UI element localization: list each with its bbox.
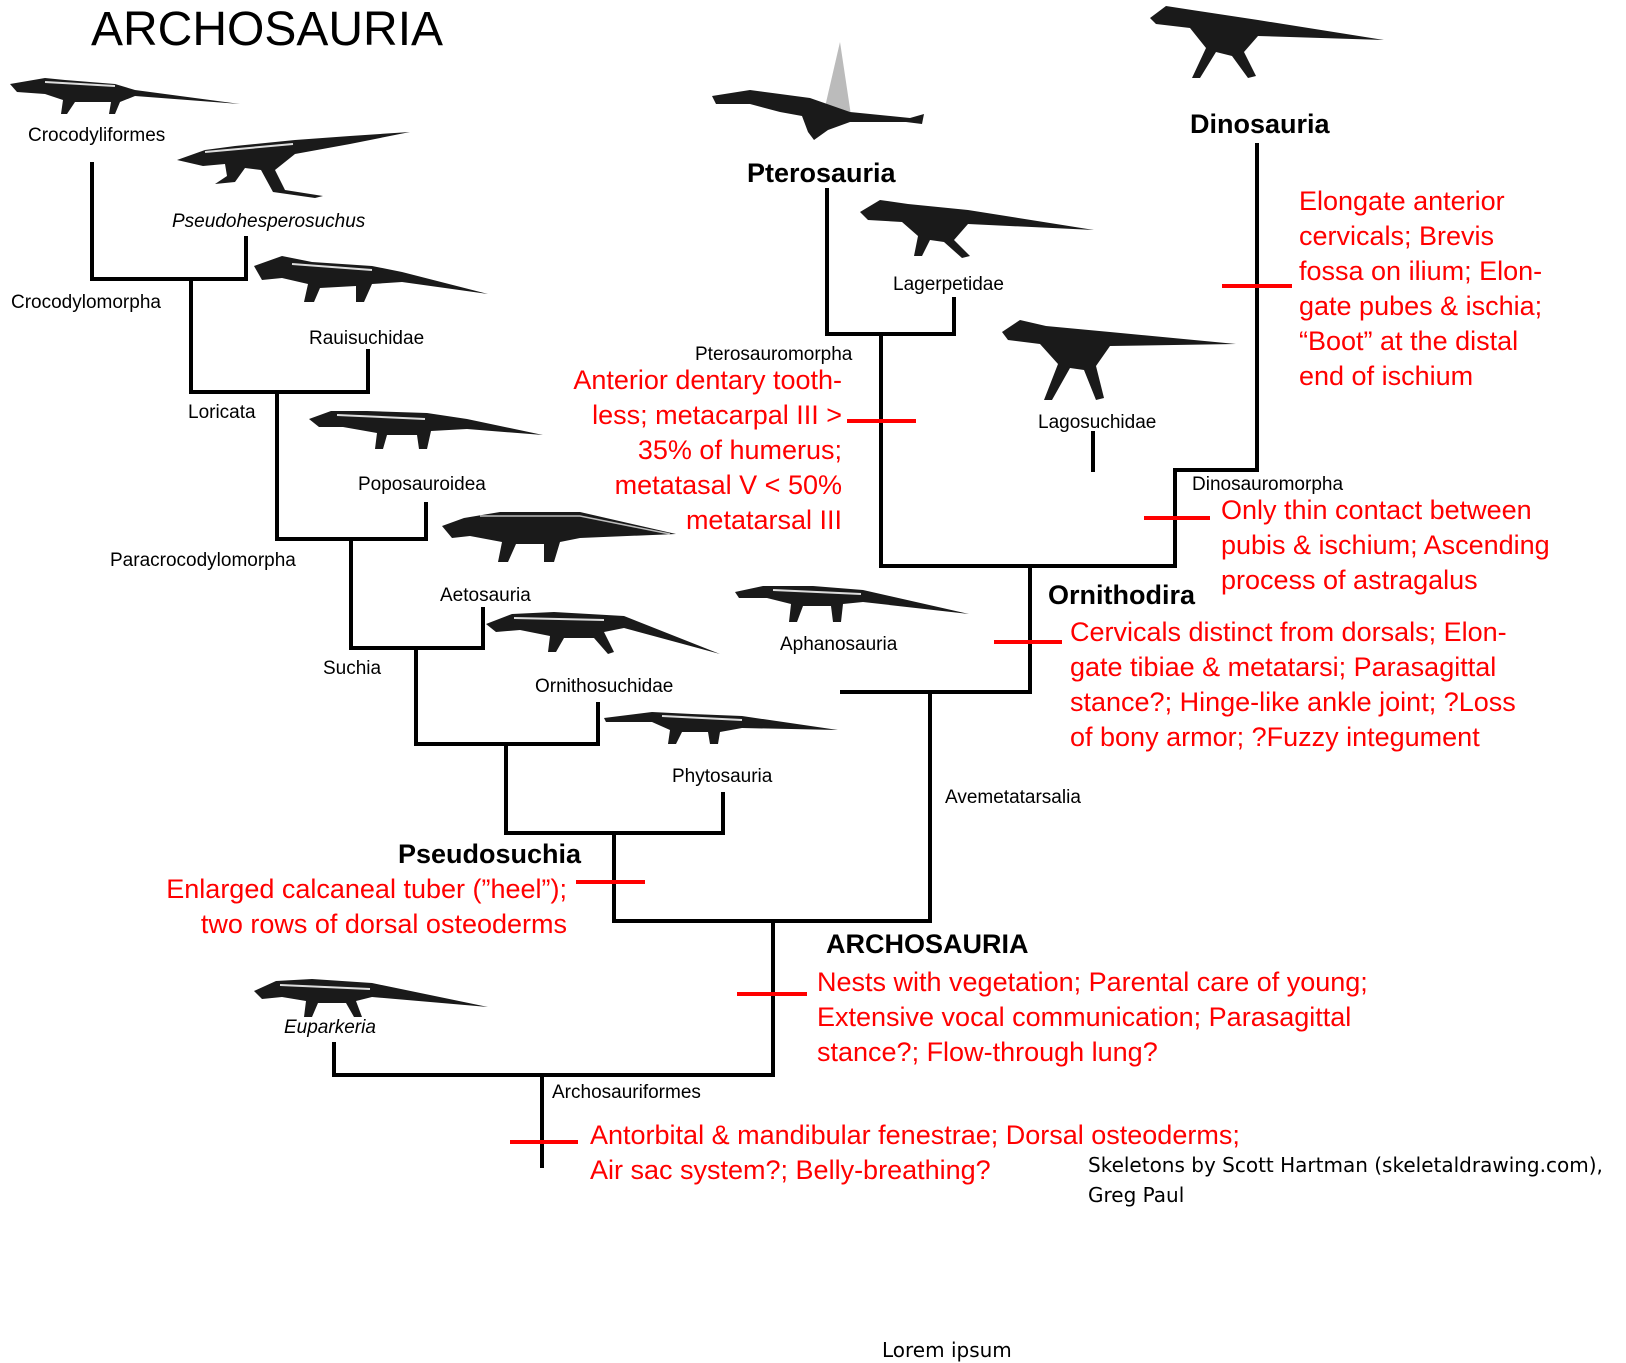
label-lagerpetidae: Lagerpetidae bbox=[893, 274, 1004, 295]
label-suchia: Suchia bbox=[323, 658, 382, 679]
branch-crocodylomorpha bbox=[90, 162, 370, 394]
branch-pseudosuchia-inner bbox=[504, 742, 725, 835]
label-paracrocodylomorpha: Paracrocodylomorpha bbox=[110, 550, 296, 571]
image-credit: Skeletons by Scott Hartman (skeletaldraw… bbox=[1088, 1153, 1603, 1207]
lagosuchid-skeleton-image bbox=[1002, 320, 1236, 400]
traits-archosauria: Nests with vegetation; Parental care of … bbox=[817, 967, 1368, 1067]
label-dinosauria: Dinosauria bbox=[1190, 109, 1330, 139]
label-aetosauria: Aetosauria bbox=[440, 585, 531, 606]
label-dinosauromorpha: Dinosauromorpha bbox=[1192, 474, 1344, 495]
label-poposauroidea: Poposauroidea bbox=[358, 474, 486, 495]
euparkeria-skeleton-image bbox=[254, 979, 488, 1017]
pseudohesperosuchus-skeleton-image bbox=[177, 132, 410, 198]
traits-pseudosuchia: Enlarged calcaneal tuber (”heel”); two r… bbox=[166, 874, 567, 939]
label-euparkeria: Euparkeria bbox=[284, 1017, 376, 1038]
label-pseudosuchia: Pseudosuchia bbox=[398, 839, 582, 869]
aphanosaur-skeleton-image bbox=[735, 586, 969, 622]
label-avemetatarsalia: Avemetatarsalia bbox=[945, 787, 1081, 808]
branch-ornithodira bbox=[840, 564, 1032, 694]
branch-pterosauromorpha bbox=[825, 188, 956, 568]
label-archosauriformes: Archosauriformes bbox=[552, 1082, 701, 1103]
dinosaur-skeleton-image bbox=[1150, 6, 1384, 78]
label-pseudohesperosuchus: Pseudohesperosuchus bbox=[172, 211, 366, 232]
crocodyliform-skeleton-image bbox=[10, 78, 240, 114]
aetosaur-skeleton-image bbox=[442, 512, 676, 562]
label-crocodylomorpha: Crocodylomorpha bbox=[11, 292, 161, 313]
phytosaur-skeleton-image bbox=[604, 712, 838, 744]
ornithosuchid-skeleton-image bbox=[486, 612, 720, 654]
label-crocodyliformes: Crocodyliformes bbox=[28, 125, 166, 146]
traits-pterosauromorpha: Anterior dentary tooth- less; metacarpal… bbox=[573, 365, 842, 535]
label-ornithosuchidae: Ornithosuchidae bbox=[535, 676, 674, 697]
traits-dinosauria: Elongate anterior cervicals; Brevis foss… bbox=[1299, 186, 1543, 391]
page-title: ARCHOSAURIA bbox=[91, 3, 444, 56]
branch-archosauriformes bbox=[332, 919, 775, 1077]
pterosaur-skeleton-image bbox=[712, 42, 924, 140]
rauisuchid-skeleton-image bbox=[254, 256, 488, 302]
label-loricata: Loricata bbox=[188, 402, 256, 423]
label-lagosuchidae: Lagosuchidae bbox=[1038, 412, 1157, 433]
poposauroid-skeleton-image bbox=[309, 411, 543, 449]
traits-dinosauromorpha: Only thin contact between pubis & ischiu… bbox=[1221, 495, 1550, 595]
traits-ornithodira: Cervicals distinct from dorsals; Elon- g… bbox=[1070, 617, 1516, 752]
label-pterosauria: Pterosauria bbox=[747, 158, 896, 188]
footer-text: Lorem ipsum bbox=[882, 1338, 1012, 1362]
label-pterosauromorpha: Pterosauromorpha bbox=[695, 344, 853, 365]
traits-archosauriformes: Antorbital & mandibular fenestrae; Dorsa… bbox=[590, 1120, 1240, 1185]
label-aphanosauria: Aphanosauria bbox=[780, 634, 898, 655]
label-archosauria-clade: ARCHOSAURIA bbox=[826, 929, 1029, 959]
label-ornithodira: Ornithodira bbox=[1048, 580, 1195, 610]
label-rauisuchidae: Rauisuchidae bbox=[309, 328, 425, 349]
label-phytosauria: Phytosauria bbox=[672, 766, 773, 787]
lagerpetid-skeleton-image bbox=[860, 200, 1094, 258]
